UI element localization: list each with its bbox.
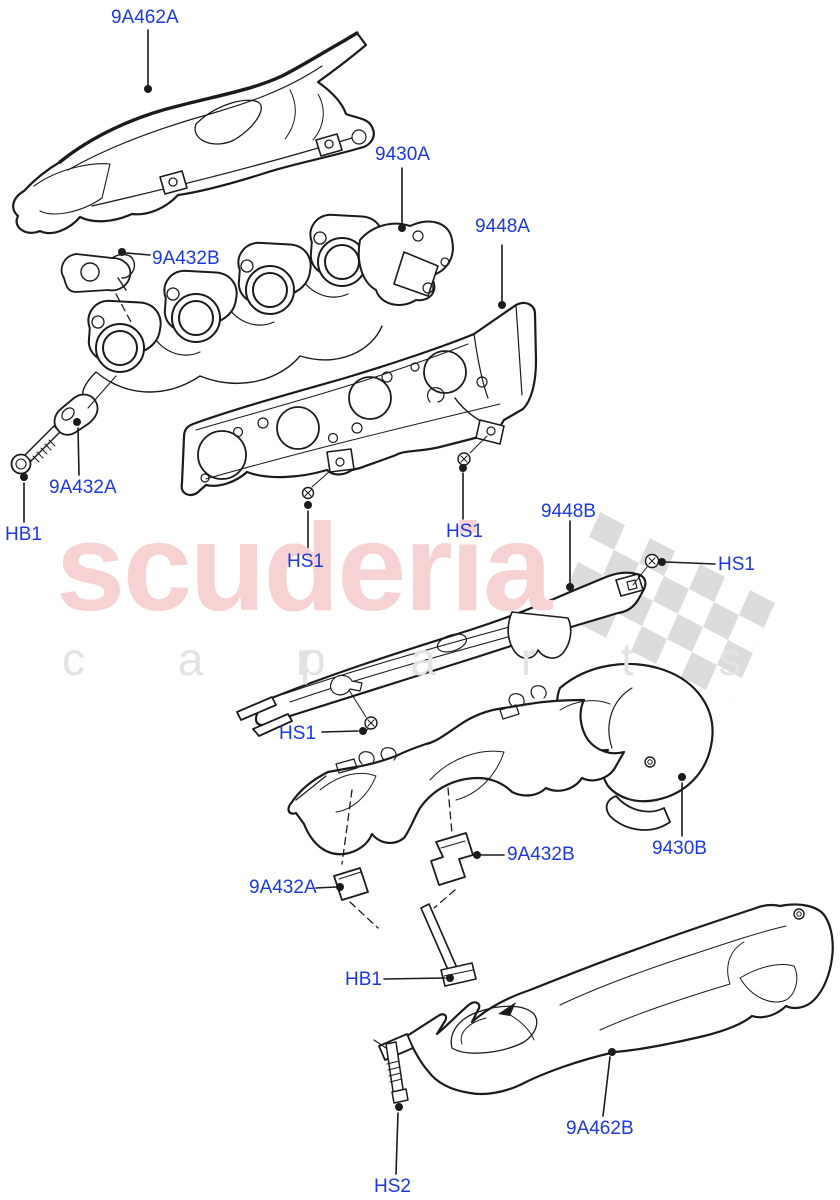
part-label-9430b[interactable]: 9430B — [652, 838, 707, 859]
part-label-9a432a-upper[interactable]: 9A432A — [49, 477, 117, 498]
part-9a432a-spacer-upper — [53, 375, 117, 436]
hs1-screw-1 — [301, 470, 331, 500]
part-label-hb1-lower[interactable]: HB1 — [345, 969, 382, 990]
part-label-hs2[interactable]: HS2 — [374, 1176, 411, 1197]
part-label-9448b[interactable]: 9448B — [541, 501, 596, 522]
part-9430b-exhaust-manifold-rh — [287, 662, 714, 856]
part-label-hs1-3[interactable]: HS1 — [718, 554, 755, 575]
part-9a432b-retainer-lower — [430, 832, 474, 886]
part-label-hs1-4[interactable]: HS1 — [279, 723, 316, 744]
part-9448b-manifold-heat-shield-lower — [236, 571, 647, 737]
assembly-dashed-lines — [341, 787, 456, 929]
part-9a462b-lower-heat-shield — [378, 903, 834, 1096]
part-9a462a-upper-heat-shield — [12, 31, 375, 235]
part-label-9430a[interactable]: 9430A — [375, 144, 430, 165]
part-label-9a462a[interactable]: 9A462A — [111, 7, 179, 28]
part-label-9448a[interactable]: 9448A — [475, 216, 530, 237]
callout-leader-lines — [20, 29, 716, 1175]
part-hs2-stud — [373, 1039, 409, 1104]
part-9a432b-retainer-upper — [60, 253, 136, 323]
hs1-screw-4 — [362, 716, 378, 735]
part-label-hb1-upper[interactable]: HB1 — [5, 524, 42, 545]
watermark-word-parts: p a r t s — [300, 633, 778, 685]
part-label-hs1-2[interactable]: HS1 — [446, 521, 483, 542]
part-9430a-exhaust-manifold-lh — [82, 213, 454, 399]
part-hb1-bolt-upper — [10, 419, 67, 475]
watermark-brand-text: scuderia — [56, 499, 552, 637]
watermark-word-car: c a r — [62, 633, 352, 685]
part-hb1-bolt-lower — [420, 903, 477, 987]
part-label-9a432b-upper[interactable]: 9A432B — [152, 248, 220, 269]
part-9a432a-retainer-lower — [333, 867, 369, 901]
part-label-9a432a-lower[interactable]: 9A432A — [249, 877, 317, 898]
checkered-flag-shape — [556, 512, 775, 703]
part-label-9a462b[interactable]: 9A462B — [566, 1118, 634, 1139]
part-9448a-manifold-heat-shield — [180, 301, 538, 497]
part-label-hs1-1[interactable]: HS1 — [287, 551, 324, 572]
part-label-9a432b-lower[interactable]: 9A432B — [507, 844, 575, 865]
